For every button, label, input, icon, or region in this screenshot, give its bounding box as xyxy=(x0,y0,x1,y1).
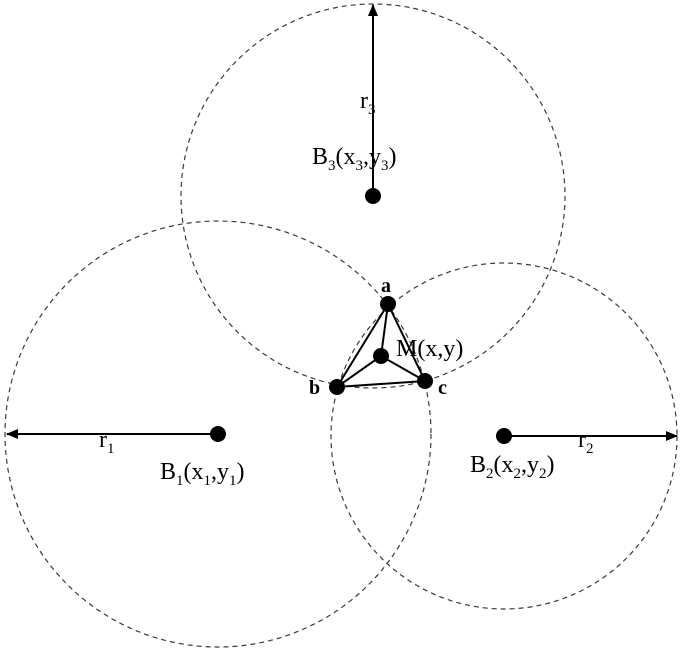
point-m-dot xyxy=(373,348,389,364)
beacon-b2-dot xyxy=(496,428,512,444)
label-point-m: M(x,y) xyxy=(396,336,463,362)
line-a-m xyxy=(380,303,389,357)
label-r1: r1 xyxy=(99,427,115,457)
beacon-b3-dot xyxy=(365,188,381,204)
label-point-b: b xyxy=(309,377,320,399)
label-r2: r2 xyxy=(578,427,594,457)
label-b2: B2(x2,y2) xyxy=(470,452,555,482)
point-c-dot xyxy=(417,373,433,389)
line-c-m xyxy=(380,355,426,382)
point-a-dot xyxy=(380,296,396,312)
intersection-triangle xyxy=(335,301,427,389)
label-b3: B3(x3,y3) xyxy=(312,144,397,174)
line-b-m xyxy=(336,355,382,388)
label-point-c: c xyxy=(438,377,447,399)
range-circle-b1 xyxy=(4,220,432,648)
point-b-dot xyxy=(329,379,345,395)
label-b1: B1(x1,y1) xyxy=(160,459,245,489)
label-point-a: a xyxy=(381,275,391,297)
beacon-b1-dot xyxy=(210,426,226,442)
label-r3: r3 xyxy=(360,88,376,118)
